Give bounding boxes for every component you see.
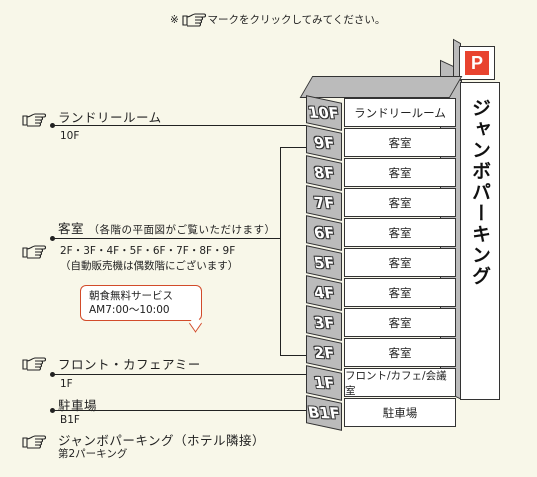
hand-pointer-icon[interactable] [22,112,48,128]
floor-box[interactable]: 客室 [344,128,456,157]
parking-floor: B1F [60,414,80,426]
guestroom-floors: 2F・3F・4F・5F・6F・7F・8F・9F [60,245,236,257]
floor-tag-text: 5F [312,253,336,273]
jumbo-parking-sub: 第2パーキング [58,448,128,460]
guestroom-link[interactable]: 客室 [58,221,85,236]
floor-name: 客室 [388,285,412,300]
parking-sign: P [459,46,495,80]
floor-name: フロント/カフェ/会議室 [345,369,447,397]
floor-box[interactable]: 客室 [344,248,456,277]
parking-p-icon: P [465,51,489,75]
laundry-floor: 10F [60,130,80,142]
hand-pointer-icon[interactable] [22,356,48,372]
hand-pointer-icon [182,12,207,28]
floor-tag-text: 4F [312,283,336,303]
connector-line [52,374,306,375]
floor-tag-text: 6F [312,223,336,243]
floor-tag-text: 10F [307,103,341,123]
floor-box[interactable]: 客室 [344,338,456,367]
parking-label: 駐車場 [58,398,98,413]
floor-box[interactable]: 客室 [344,188,456,217]
floor-name: 客室 [388,345,412,360]
connector-line [52,238,280,239]
floor-tag[interactable]: B1F [306,395,342,431]
building-roof [299,76,463,98]
floor-box[interactable]: フロント/カフェ/会議室 [344,368,456,397]
breakfast-title: 朝食無料サービス [89,290,173,302]
floor-name: 客室 [388,165,412,180]
floor-box[interactable]: 客室 [344,278,456,307]
floor-box[interactable]: 駐車場 [344,398,456,427]
breakfast-time: AM7:00〜10:00 [89,304,170,316]
parking-tower-label: ジャンボパーキング [469,98,491,287]
front-link[interactable]: フロント・カフェアミー [58,357,201,372]
floor-tag-text: 7F [312,193,336,213]
floor-box[interactable]: ランドリールーム [344,98,456,127]
hand-pointer-icon[interactable] [22,244,48,260]
floor-tag-text: 2F [312,343,336,363]
front-floor: 1F [60,378,73,390]
floor-name: 駐車場 [382,405,418,420]
floor-tag-text: 1F [312,373,336,393]
jumbo-parking-link[interactable]: ジャンボパーキング（ホテル隣接） [58,433,266,448]
breakfast-bubble: 朝食無料サービス AM7:00〜10:00 [80,285,202,321]
laundry-link[interactable]: ランドリールーム [58,110,162,125]
floor-tag-text: 3F [312,313,336,333]
floor-name: 客室 [388,255,412,270]
floor-box[interactable]: 客室 [344,308,456,337]
top-note-prefix: ※ [170,14,179,26]
parking-tower[interactable] [460,82,500,400]
guestroom-label[interactable]: 客室 （各階の平面図がご覧いただけます） [58,218,276,237]
hand-pointer-icon[interactable] [22,434,48,450]
floor-tag-text: B1F [306,403,342,423]
top-note: ※ マークをクリックしてみてください。 [170,12,385,28]
connector-line [52,410,306,411]
floor-name: 客室 [388,195,412,210]
floor-name: ランドリールーム [354,105,446,120]
bracket-bottom [280,355,306,356]
floor-box[interactable]: 客室 [344,158,456,187]
guestroom-vending-note: （自動販売機は偶数階にございます） [60,260,239,272]
connector-line [52,125,306,126]
floor-tag-text: 9F [312,133,336,153]
floor-name: 客室 [388,315,412,330]
bracket-top [280,147,306,148]
guestroom-note: （各階の平面図がご覧いただけます） [88,224,276,236]
floor-tag-text: 8F [312,163,336,183]
floor-box[interactable]: 客室 [344,218,456,247]
floor-name: 客室 [388,135,412,150]
top-note-text: マークをクリックしてみてください。 [207,14,386,26]
floor-name: 客室 [388,225,412,240]
bracket-line [280,147,281,355]
